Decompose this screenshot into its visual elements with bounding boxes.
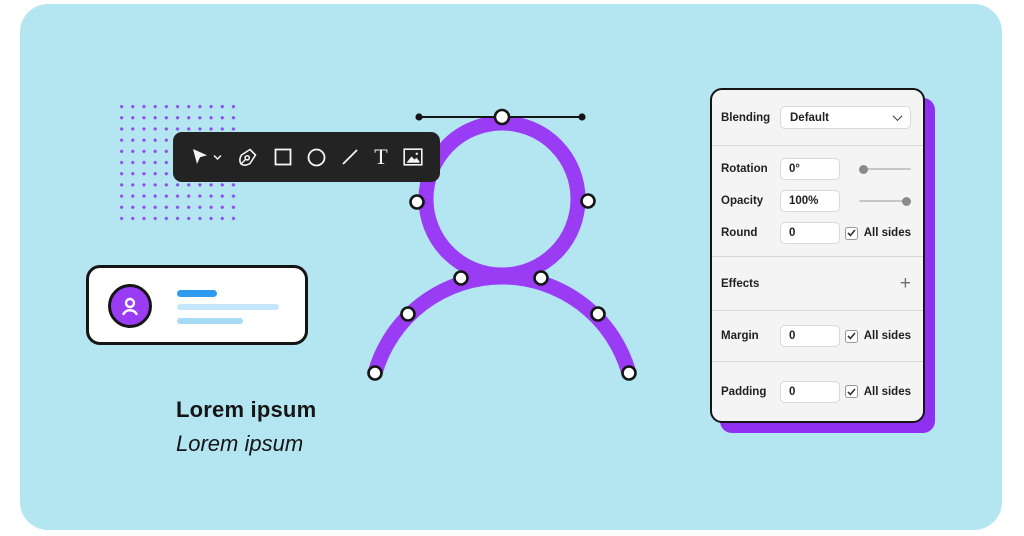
- checkbox: [844, 385, 858, 398]
- blending-section: Blending Default: [712, 90, 923, 146]
- margin-input[interactable]: [780, 325, 840, 347]
- rotation-input[interactable]: [780, 158, 840, 180]
- vertex-handle[interactable]: [367, 365, 383, 381]
- chevron-down-icon: [213, 154, 222, 160]
- pen-icon: [239, 148, 257, 166]
- ellipse-icon: [307, 148, 326, 166]
- text-tool-button[interactable]: T: [372, 145, 389, 169]
- padding-label: Padding: [721, 385, 767, 398]
- margin-section: Margin All sides: [712, 311, 923, 362]
- rotation-slider-thumb[interactable]: [859, 164, 868, 174]
- checkmark-icon: [847, 387, 856, 396]
- transform-section: Rotation Opacity Round: [712, 146, 923, 257]
- caption-subtitle: Lorem ipsum: [176, 431, 304, 456]
- profile-card: [86, 265, 308, 345]
- vertex-handle[interactable]: [493, 108, 511, 126]
- vertex-handle[interactable]: [533, 270, 549, 286]
- opacity-input[interactable]: [780, 190, 840, 212]
- slider-track: [859, 200, 911, 202]
- rectangle-tool-button[interactable]: [272, 146, 294, 168]
- bezier-endpoint-handle[interactable]: [415, 113, 423, 121]
- select-tool-button[interactable]: [188, 145, 224, 169]
- blending-select[interactable]: Default: [780, 106, 911, 129]
- checkmark-icon: [847, 332, 856, 340]
- opacity-slider-thumb[interactable]: [902, 196, 911, 206]
- vertex-handle[interactable]: [409, 194, 425, 210]
- checkbox: [844, 329, 858, 343]
- ellipse-tool-button[interactable]: [305, 146, 328, 169]
- chevron-down-icon: [892, 111, 903, 122]
- round-label: Round: [721, 227, 758, 239]
- effects-section: Effects +: [712, 257, 923, 311]
- blending-selected-value: Default: [790, 111, 829, 124]
- avatar: [108, 284, 152, 328]
- margin-label: Margin: [721, 330, 759, 342]
- blending-label: Blending: [721, 111, 771, 124]
- image-tool-button[interactable]: [401, 146, 425, 168]
- round-all-sides-checkbox[interactable]: All sides: [844, 226, 911, 240]
- properties-panel: Blending Default Rotation Opacity: [710, 88, 925, 423]
- all-sides-label: All sides: [863, 330, 911, 342]
- caption: Lorem ipsum Lorem ipsum: [176, 397, 316, 457]
- effects-label: Effects: [721, 277, 760, 290]
- rectangle-icon: [274, 148, 291, 166]
- vertex-handle[interactable]: [400, 306, 416, 322]
- skeleton-text-line: [177, 318, 243, 324]
- line-tool-button[interactable]: [339, 146, 361, 168]
- rotation-label: Rotation: [721, 163, 768, 175]
- pen-tool-button[interactable]: [235, 145, 260, 170]
- rotation-slider[interactable]: [859, 163, 911, 175]
- line-icon: [342, 149, 358, 165]
- tools-toolbar: T: [173, 132, 440, 182]
- opacity-slider[interactable]: [859, 195, 911, 207]
- caption-title: Lorem ipsum: [176, 397, 317, 422]
- bezier-endpoint-handle[interactable]: [578, 113, 586, 121]
- user-icon: [122, 297, 138, 316]
- checkmark-icon: [847, 229, 856, 237]
- person-shape-body-path[interactable]: [367, 269, 637, 381]
- text-icon: T: [374, 144, 388, 169]
- vertex-handle[interactable]: [453, 270, 469, 286]
- round-input[interactable]: [780, 222, 840, 244]
- padding-input[interactable]: [780, 380, 840, 403]
- opacity-label: Opacity: [721, 195, 764, 207]
- vertex-handle[interactable]: [621, 365, 637, 381]
- margin-all-sides-checkbox[interactable]: All sides: [844, 329, 911, 343]
- add-effect-button[interactable]: +: [899, 273, 911, 294]
- padding-section: Padding All sides: [712, 362, 923, 421]
- skeleton-text-line: [177, 304, 279, 310]
- vertex-handle[interactable]: [590, 306, 606, 322]
- padding-all-sides-checkbox[interactable]: All sides: [844, 385, 911, 398]
- cursor-icon: [193, 149, 207, 164]
- all-sides-label: All sides: [863, 227, 911, 239]
- image-icon: [403, 148, 423, 166]
- checkbox: [844, 226, 858, 240]
- all-sides-label: All sides: [863, 385, 911, 398]
- skeleton-text-line: [177, 290, 217, 297]
- slider-track: [859, 168, 911, 170]
- vertex-handle[interactable]: [580, 193, 596, 209]
- person-shape-head-path[interactable]: [418, 115, 586, 283]
